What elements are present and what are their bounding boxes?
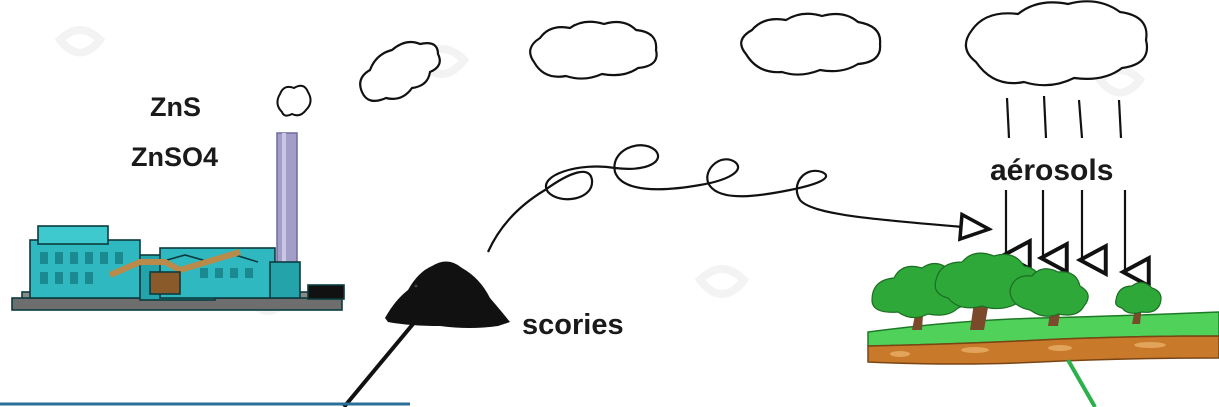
chimney (277, 133, 297, 283)
smoke-puff (277, 86, 310, 116)
clouds (360, 1, 1147, 101)
label-znso4: ZnSO4 (131, 144, 218, 171)
wind-loop-arrow (488, 145, 975, 252)
cloud-small (360, 42, 440, 101)
cloud-1 (530, 22, 656, 79)
slag-heap (385, 261, 510, 328)
label-zns: ZnS (150, 94, 201, 121)
ground-with-trees (868, 253, 1219, 364)
slag-line (344, 324, 413, 407)
label-scories: scories (522, 311, 624, 340)
label-aerosols: aérosols (990, 156, 1113, 186)
cloud-2 (741, 14, 880, 75)
ground-line (1068, 360, 1095, 407)
